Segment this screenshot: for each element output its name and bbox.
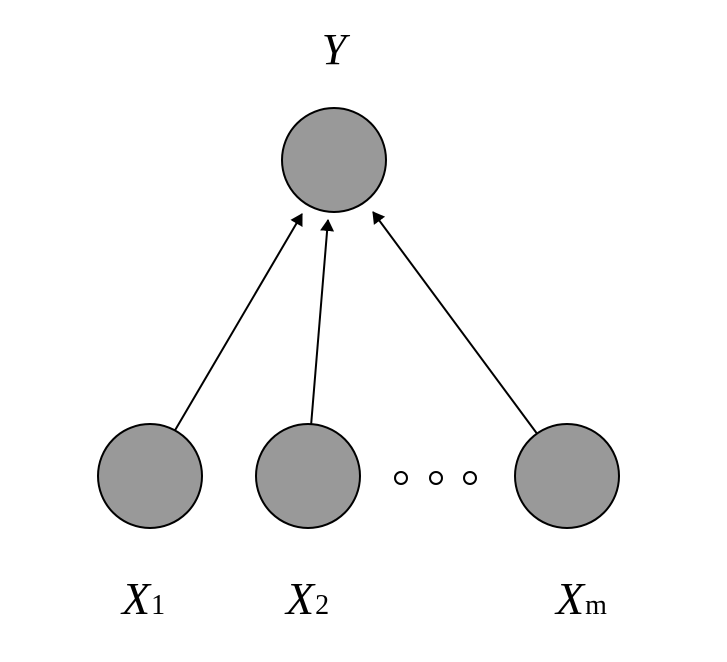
- edge-xm-to-y: [372, 211, 539, 436]
- ellipsis-dot: [429, 471, 443, 485]
- node-y: [281, 107, 387, 213]
- node-x2: [255, 423, 361, 529]
- node-x1: [97, 423, 203, 529]
- ellipsis-dot: [394, 471, 408, 485]
- node-x2-label: X2: [284, 573, 329, 624]
- ellipsis: [394, 471, 477, 485]
- node-y-label: Y: [322, 25, 351, 74]
- ellipsis-dot: [463, 471, 477, 485]
- node-x1-label: X1: [120, 573, 165, 624]
- edge-x2-to-y: [310, 219, 335, 427]
- edge-x1-to-y: [173, 213, 303, 433]
- node-xm-label: Xm: [554, 573, 607, 624]
- node-xm: [514, 423, 620, 529]
